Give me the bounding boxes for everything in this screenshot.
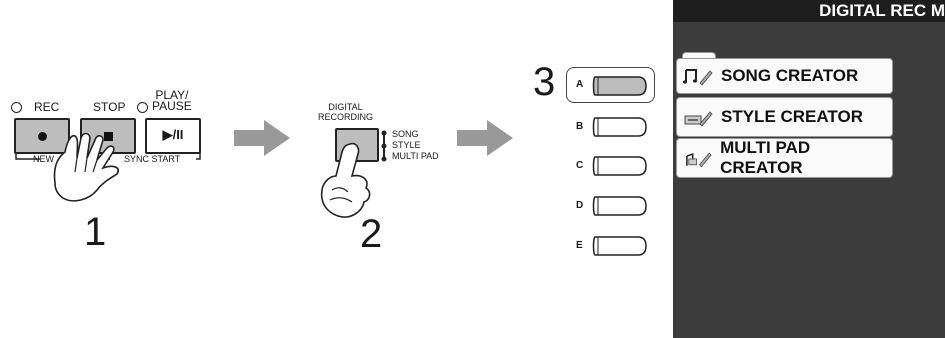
side-button-a-highlight: [566, 67, 655, 103]
mode-song-label: SONG: [392, 129, 419, 139]
lcd-tab-notch: [682, 52, 716, 63]
new-label: NEW: [33, 154, 54, 164]
menu-item-style-creator[interactable]: STYLE CREATOR: [676, 97, 893, 137]
arrow-right-icon: [234, 120, 290, 156]
mode-style-label: STYLE: [392, 140, 421, 150]
multipad-icon: [686, 152, 712, 168]
arrow-right-icon-2: [457, 120, 513, 156]
mode-indicator-leds: [381, 130, 387, 162]
sync-start-label: SYNC START: [124, 154, 181, 164]
stop-label: STOP: [93, 100, 126, 114]
lcd-title: DIGITAL REC M: [673, 0, 945, 22]
stop-square-icon: [104, 132, 113, 141]
play-led: [137, 102, 148, 113]
hand-icon: [53, 132, 119, 202]
menu-item-label: MULTI PAD CREATOR: [720, 138, 811, 177]
style-icon: [684, 111, 713, 127]
menu-item-label: STYLE CREATOR: [721, 107, 863, 126]
menu-item-multi-pad-creator[interactable]: MULTI PAD CREATOR: [676, 138, 893, 178]
rec-led: [11, 102, 22, 113]
side-button-b-label: B: [576, 121, 584, 132]
side-button-d[interactable]: [592, 195, 648, 217]
finger-hand-icon: [320, 142, 371, 218]
side-button-c-label: C: [576, 160, 584, 171]
side-button-e-label: E: [576, 240, 583, 251]
side-button-a[interactable]: [592, 75, 648, 97]
side-button-d-label: D: [576, 200, 584, 211]
step-1-number: 1: [84, 210, 107, 254]
play-pause-icon: ▶/II: [162, 127, 184, 142]
side-button-c[interactable]: [592, 155, 648, 177]
menu-item-label: SONG CREATOR: [721, 66, 859, 85]
rec-dot-icon: [38, 132, 47, 141]
digital-recording-label: DIGITAL RECORDING: [318, 102, 374, 122]
rec-label: REC: [34, 100, 60, 114]
mode-multipad-label: MULTI PAD: [392, 151, 439, 161]
step-3-number: 3: [533, 60, 556, 104]
song-note-icon: [683, 69, 713, 86]
step-2-number: 2: [360, 212, 383, 256]
play-pause-label: PLAY/ PAUSE: [152, 88, 192, 113]
menu-item-song-creator[interactable]: SONG CREATOR: [676, 58, 893, 94]
side-button-b[interactable]: [592, 116, 648, 138]
side-button-e[interactable]: [592, 235, 648, 257]
rec-button[interactable]: [14, 118, 70, 154]
play-pause-button[interactable]: ▶/II: [145, 118, 201, 154]
side-button-a-label: A: [576, 79, 584, 90]
